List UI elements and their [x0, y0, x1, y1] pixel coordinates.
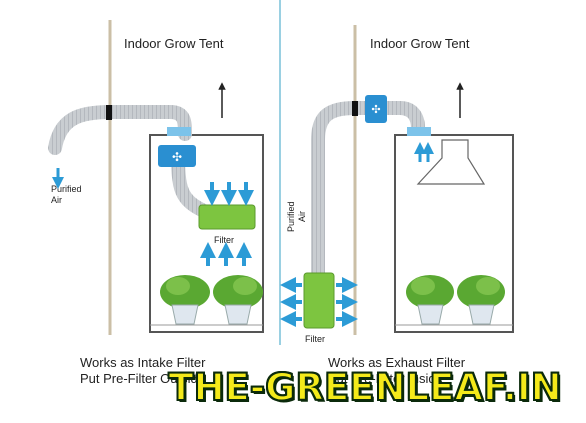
left-filter-label: Filter: [214, 235, 234, 245]
left-caption-line2: Put Pre-Filter Outside: [80, 371, 205, 386]
left-panel: Indoor Grow Tent ✣ Filter Purified Air: [48, 20, 264, 386]
left-plant-1: [160, 275, 210, 325]
left-purified-line1: Purified: [51, 184, 82, 194]
left-duct-collar: [167, 127, 191, 136]
left-carbon-filter: [198, 204, 256, 230]
right-panel: Indoor Grow Tent ✣ Filter Purified Air: [280, 25, 514, 386]
right-plant-1: [406, 275, 454, 325]
right-inline-fan: ✣: [365, 95, 387, 123]
right-purified-line2: Air: [297, 211, 307, 222]
left-purified-line2: Air: [51, 195, 62, 205]
right-caption-line2: Put Pre-Filter Inside: [328, 371, 443, 386]
right-duct-collar: [407, 127, 431, 136]
right-filter-label: Filter: [305, 334, 325, 344]
fan-icon: ✣: [371, 104, 380, 116]
left-caption-line1: Works as Intake Filter: [80, 355, 206, 370]
right-carbon-filter: [303, 272, 335, 329]
right-caption-line1: Works as Exhaust Filter: [328, 355, 466, 370]
fan-icon: ✣: [172, 150, 182, 164]
right-purified-line1: Purified: [286, 201, 296, 232]
left-title: Indoor Grow Tent: [124, 36, 224, 51]
right-plant-2: [457, 275, 505, 325]
left-plant-2: [213, 275, 263, 325]
right-title: Indoor Grow Tent: [370, 36, 470, 51]
watermark-logo: THE-GREENLEAF.IN: [167, 365, 562, 410]
left-inline-fan: ✣: [158, 145, 196, 167]
right-reflector-hood: [416, 139, 486, 185]
